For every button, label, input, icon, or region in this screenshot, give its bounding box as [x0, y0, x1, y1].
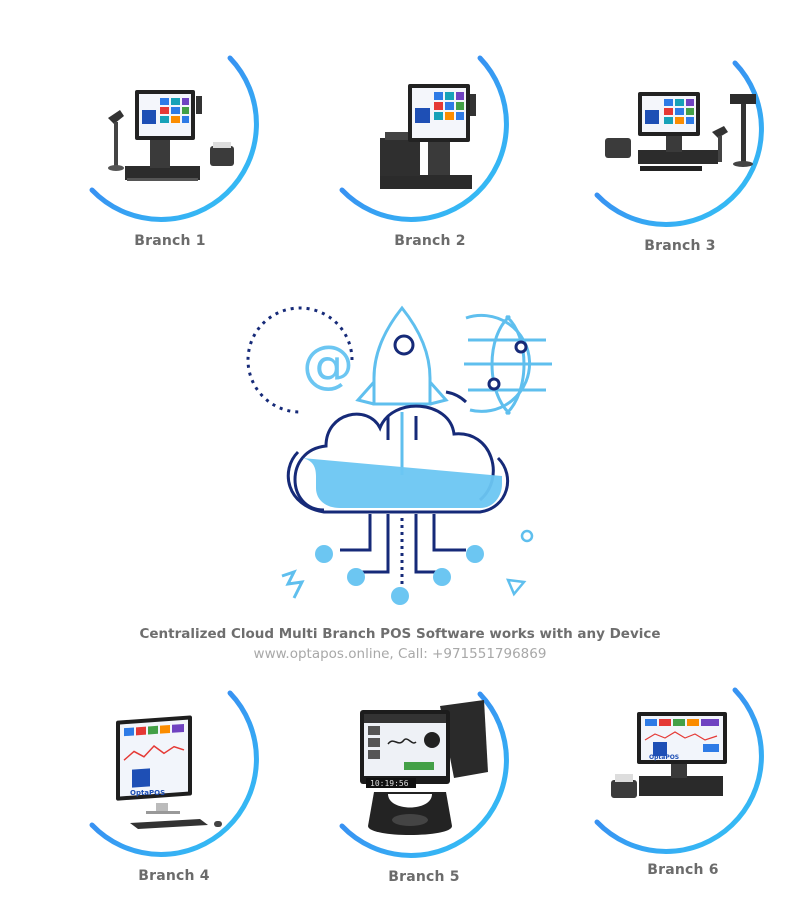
branch-ring	[89, 690, 259, 857]
branch-1: Branch 1	[80, 40, 280, 249]
connection-lines	[315, 514, 484, 605]
branch-ring	[339, 55, 509, 222]
brand-logo: OptaPOS	[130, 789, 165, 797]
brand-logo: OptaPOS	[649, 754, 679, 761]
branch-label: Branch 5	[388, 869, 460, 885]
at-sign-icon: @	[302, 335, 354, 395]
branch-ring	[594, 687, 764, 854]
branch-label: Branch 4	[138, 868, 210, 884]
pos-terminal-image	[380, 84, 476, 189]
node-dot	[391, 587, 409, 605]
branch-4: OptaPOS Branch 4	[80, 675, 280, 884]
branch-label: Branch 1	[134, 233, 206, 249]
branch-5: 10:19:56 Branch 5	[330, 676, 530, 885]
branch-label: Branch 2	[394, 233, 466, 249]
node-dot	[347, 568, 365, 586]
branch-label: Branch 3	[644, 238, 716, 254]
email-orbit	[246, 306, 354, 414]
rocket-icon	[355, 305, 449, 475]
branch-2: Branch 2	[330, 40, 530, 249]
ring-decoration	[520, 529, 534, 543]
pos-terminal-image	[605, 92, 756, 171]
pos-terminal-image	[108, 90, 234, 181]
globe-icon	[445, 313, 552, 416]
pos-terminal-image: OptaPOS	[611, 712, 727, 798]
cloud-hub-illustration: @	[246, 305, 552, 605]
branch-6: OptaPOS Branch 6	[585, 672, 785, 878]
node-dot	[433, 568, 451, 586]
triangle-decoration	[505, 578, 527, 597]
cloud-icon	[286, 404, 510, 514]
branch-3: Branch 3	[585, 45, 785, 254]
all-in-one-pc-image: OptaPOS	[116, 715, 222, 829]
branch-label: Branch 6	[647, 862, 719, 878]
headline-caption: Centralized Cloud Multi Branch POS Softw…	[139, 626, 661, 642]
branch-ring	[89, 55, 259, 222]
clock-readout: 10:19:56	[370, 779, 409, 788]
branch-ring	[594, 60, 764, 227]
zigzag-decoration	[281, 569, 305, 599]
payment-terminal-image: 10:19:56	[360, 700, 488, 835]
node-dot	[466, 545, 484, 563]
branch-ring	[339, 691, 509, 858]
contact-caption: www.optapos.online, Call: +971551796869	[253, 646, 547, 662]
node-dot	[315, 545, 333, 563]
